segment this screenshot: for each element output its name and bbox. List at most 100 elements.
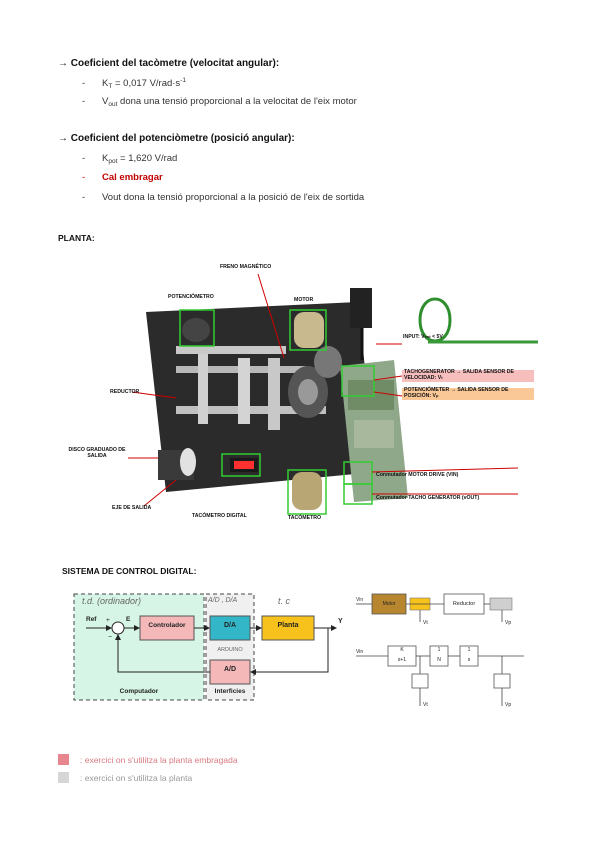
label-reductor: REDUCTOR — [110, 389, 140, 395]
label-tacho: TACHOGENERATOR → SALIDA SENSOR DE VELOCI… — [404, 369, 514, 381]
tachometer-body — [292, 472, 322, 510]
arrow-pot — [373, 391, 403, 397]
mini2-one1-label: 1 — [437, 647, 441, 653]
mini2-s1-label: s+1 — [397, 657, 407, 663]
mini-reductor-label: Reductor — [452, 601, 476, 607]
tach-bullet-1: -KT = 0,017 V/rad·s-1 — [82, 77, 186, 90]
legend-swatch-embragada — [58, 754, 69, 765]
label-conm-tacho: Conmutador TACHO GENERATOR (vOUT) — [376, 495, 480, 501]
green-box-digital — [221, 453, 261, 477]
mini-diagrams-svg — [356, 593, 524, 706]
controller-block — [139, 615, 195, 641]
pot-bullet-3: -Vout dona la tensió proporcional a la p… — [82, 192, 365, 203]
arrow-tacho — [373, 375, 403, 381]
da-block — [209, 615, 251, 641]
pot-bullet-2: -Cal embragar — [82, 172, 163, 183]
green-box-tachometer — [287, 469, 327, 515]
label-tacometro: TACÓMETRO — [288, 515, 322, 521]
da-label: D/A — [223, 622, 237, 629]
ad-label: A/D — [223, 666, 237, 673]
arrow-eje — [143, 479, 177, 507]
mini2-k-label: K — [400, 647, 404, 653]
motor-body — [294, 312, 324, 348]
label-tacometro-digital: TACÓMETRO DIGITAL — [192, 513, 247, 519]
adda-note: A/D , D/A — [208, 597, 238, 604]
label-potenciometro: POTENCIÓMETRO — [168, 294, 214, 300]
mini2-block-kt — [411, 673, 429, 689]
shaft-3 — [176, 406, 326, 414]
gear-small — [314, 346, 342, 378]
mini-vp-label: Vp — [505, 620, 512, 626]
planta-heading: PLANTA: — [58, 233, 95, 243]
label-eje: EJE DE SALIDA — [112, 505, 152, 511]
controlador-label: Controlador — [148, 622, 186, 629]
mini2-n-label: N — [437, 657, 441, 663]
arrow-reductor — [131, 391, 177, 399]
label-motor: MOTOR — [294, 297, 314, 303]
planta-label: Planta — [277, 622, 299, 629]
mini-vt-label: Vt — [423, 620, 428, 626]
y-label: Y — [338, 618, 343, 625]
arrow-conm-motor — [371, 467, 519, 473]
plant-photo: FRENO MAGNÉTICO POTENCIÓMETRO MOTOR REDU… — [58, 262, 538, 522]
plus-sign: + — [106, 617, 110, 624]
board-area — [354, 420, 394, 448]
mini-potentiometer — [489, 597, 513, 611]
label-disco: DISCO GRADUADO DE SALIDA — [68, 447, 126, 459]
tc-note: t. c — [278, 596, 291, 606]
mini2-vt-label: Vt — [423, 702, 428, 708]
rod-2 — [238, 358, 250, 424]
green-box-sensors — [341, 365, 375, 397]
mini2-vin-label: Vin — [356, 649, 364, 655]
rod-3 — [268, 358, 280, 430]
legend-text-planta: : exercici on s'utilitza la planta — [80, 773, 193, 783]
mini-diagrams: Vin Motor Reductor Vt Vp Vin K s+1 1 N 1… — [352, 588, 528, 712]
interficies-label: Interficies — [214, 688, 246, 695]
computer-region — [73, 593, 205, 701]
feedback-line-2 — [115, 634, 210, 673]
minus-sign: − — [108, 634, 113, 641]
disk-face — [180, 448, 196, 476]
feedback-line-1 — [250, 628, 329, 675]
green-wire — [418, 297, 452, 343]
e-label: E — [126, 616, 131, 623]
label-input: INPUT: Vent < 5V — [403, 334, 443, 340]
highlight-tacho — [402, 370, 534, 382]
label-conm-motor: Conmutador MOTOR DRIVE (VIN) — [376, 472, 459, 478]
label-freno: FRENO MAGNÉTICO — [220, 264, 272, 270]
mini2-vp-label: Vp — [505, 702, 512, 708]
legend-swatch-planta — [58, 772, 69, 783]
shaft-1 — [176, 346, 286, 354]
label-potentiometer-sensor: POTENCIÓMETER → SALIDA SENSOR DE POSICIÓ… — [404, 387, 509, 399]
sistema-heading: SISTEMA DE CONTROL DIGITAL: — [62, 566, 197, 576]
legend-text-embragada: : exercici on s'utilitza la planta embra… — [80, 755, 238, 765]
pot-heading: → Coeficient del potenciòmetre (posició … — [58, 133, 295, 144]
plant-photo-svg — [128, 273, 538, 515]
digital-display-leds — [234, 461, 254, 469]
ref-label: Ref — [86, 616, 97, 623]
potentiometer-body — [182, 318, 210, 342]
mini2-s-label: s — [467, 657, 471, 663]
board-chips — [348, 380, 394, 410]
ad-block — [209, 659, 251, 685]
green-box-motor — [289, 309, 327, 351]
summing-junction — [111, 621, 125, 635]
tach-heading: → Coeficient del tacòmetre (velocitat an… — [58, 58, 280, 69]
rod-1 — [198, 354, 208, 424]
gear-hub — [298, 379, 318, 405]
arduino-label: ARDUINO — [217, 647, 243, 653]
mini-motor-label: Motor — [382, 601, 396, 607]
planta-block — [261, 615, 315, 641]
td-note: t.d. (ordinador) — [82, 596, 142, 606]
mini2-one2-label: 1 — [467, 647, 471, 653]
tach-bullet-2: -Vout dona una tensió proporcional a la … — [82, 96, 357, 108]
highlight-pot — [402, 388, 534, 400]
pot-bullet-1: -Kpot = 1,620 V/rad — [82, 153, 178, 165]
mini2-block-kp — [493, 673, 511, 689]
computador-label: Computador — [119, 688, 159, 695]
mini-vin-label: Vin — [356, 597, 364, 603]
control-diagram-svg — [73, 593, 337, 701]
connector-block — [350, 288, 372, 328]
arrow-freno — [257, 273, 285, 359]
green-box-potentiometer — [179, 309, 215, 347]
